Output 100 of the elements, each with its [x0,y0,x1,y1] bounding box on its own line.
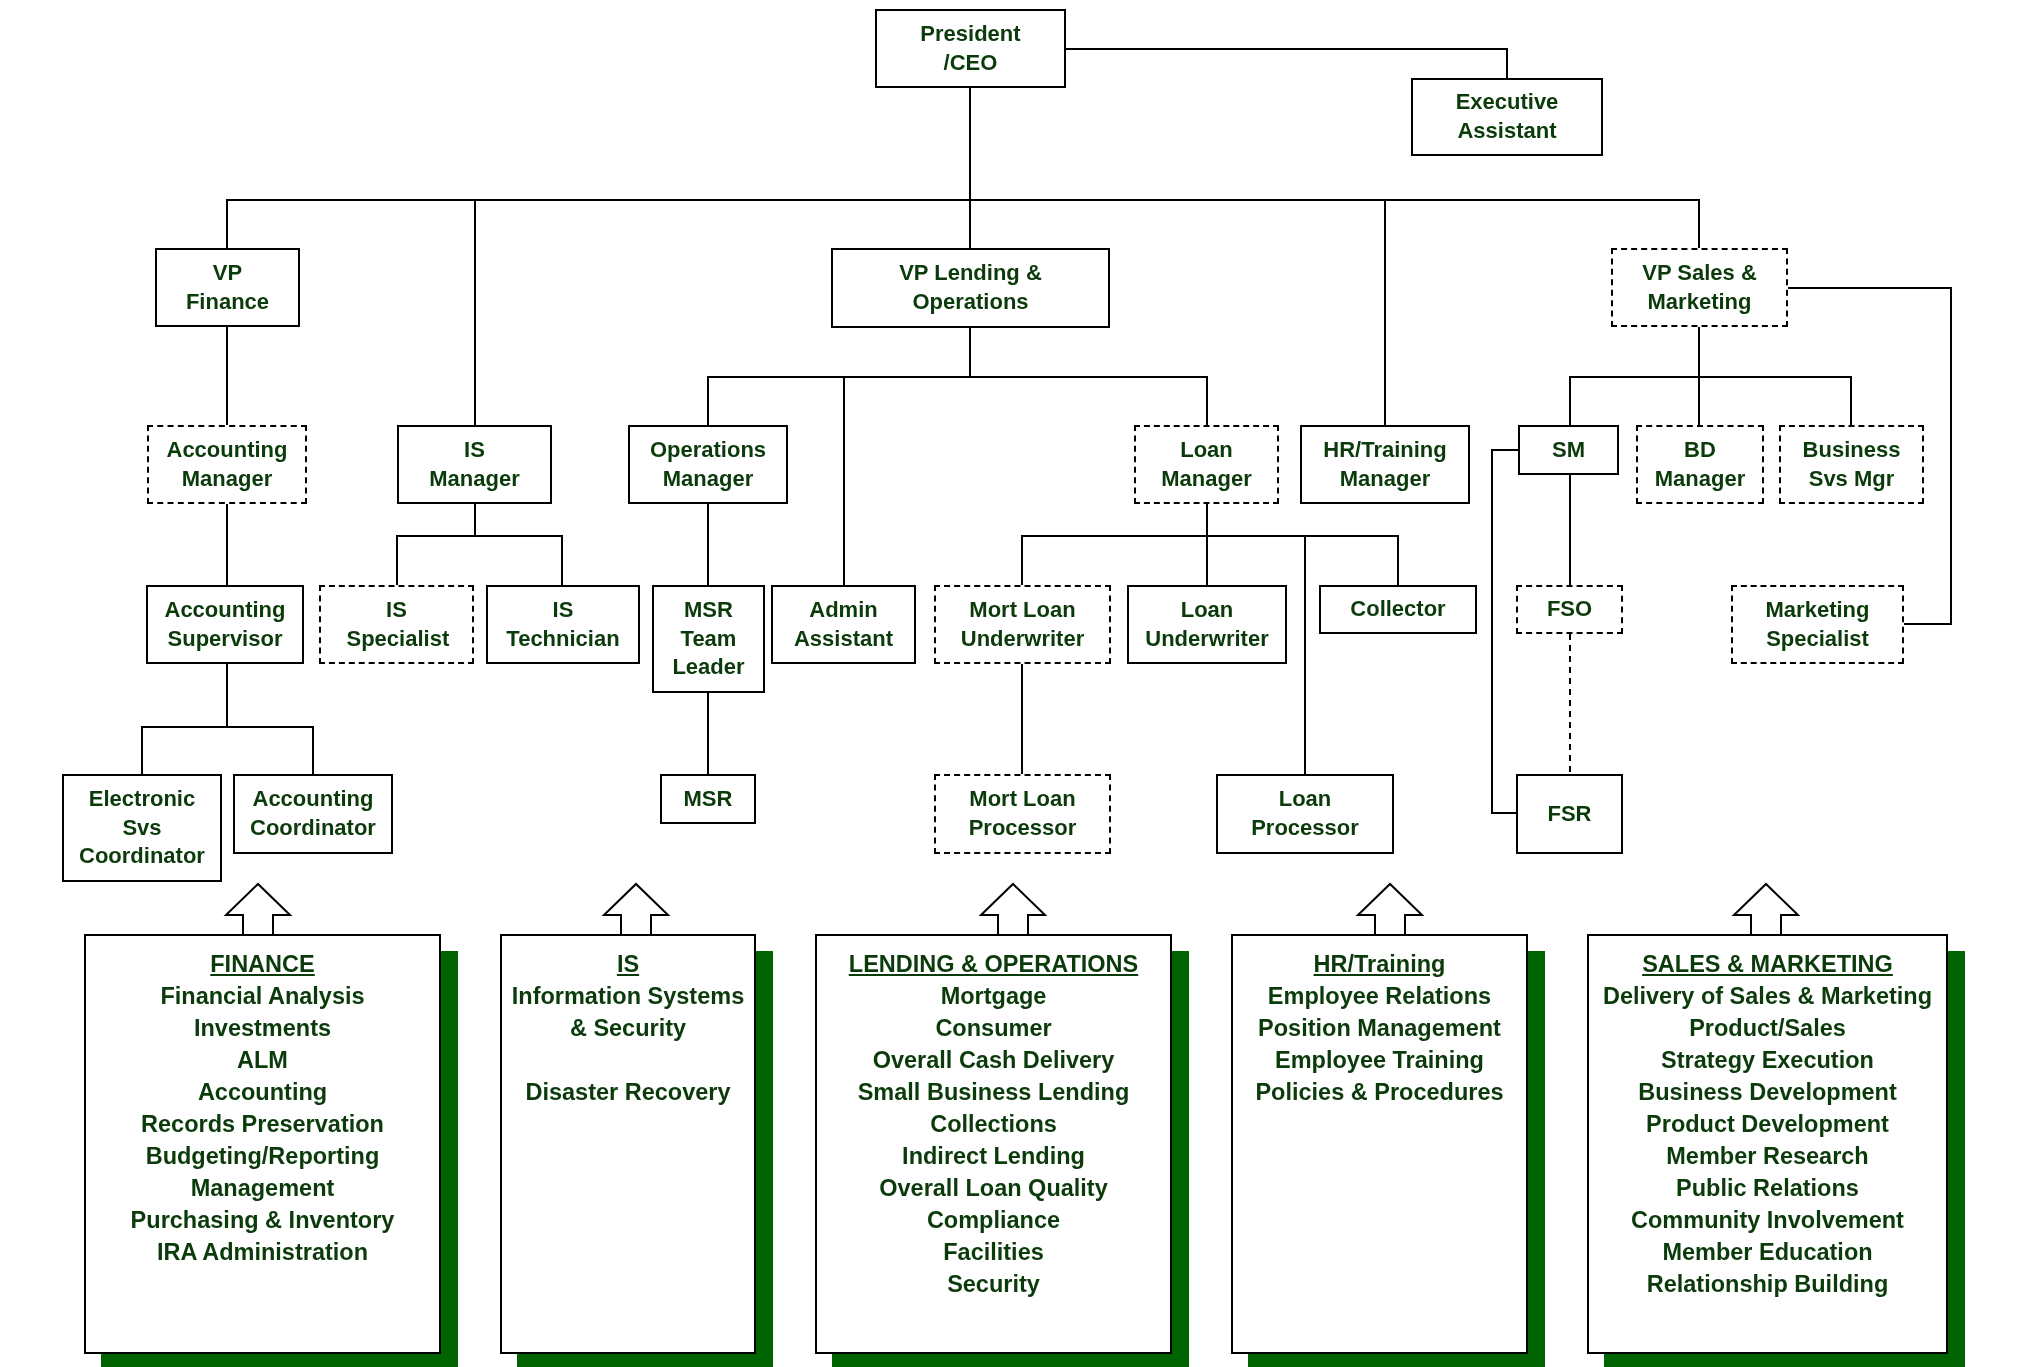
responsibility-text: Records Preservation [141,1110,384,1139]
position-title: Loan Processor [1250,785,1360,842]
responsibility-text: Delivery of Sales & Marketing [1602,982,1933,1011]
responsibility-text: Compliance [926,1206,1061,1235]
position-box [147,425,307,504]
responsibility-text: Financial Analysis [160,982,365,1011]
responsibility-text: Mortgage [940,982,1047,1011]
position-title: Marketing Specialist [1764,595,1871,653]
responsibility-text: Employee Training [1275,1046,1484,1075]
position-box [1319,585,1477,634]
position-box [1518,425,1619,475]
position-box [1216,774,1394,854]
connector-line [1065,48,1508,79]
position-title: VP Lending & Operations [898,259,1043,316]
responsibility-text: Consumer [935,1014,1052,1043]
panel-heading: FINANCE [210,950,315,979]
position-title: Executive Assistant [1454,88,1560,145]
position-title: MSR Team Leader [671,596,746,682]
position-title: FSR [1547,799,1592,828]
department-panel [84,934,441,1354]
position-box [155,248,300,327]
position-box [1300,425,1470,504]
responsibility-text: Member Education [1662,1238,1873,1267]
responsibility-text: Community Involvement [1631,1206,1904,1235]
position-box [1611,248,1788,327]
position-box [319,585,474,664]
position-title: President /CEO [919,19,1022,77]
position-title: FSO [1546,595,1593,624]
position-box [652,585,765,693]
block-arrow [601,882,671,935]
position-box [1134,425,1279,504]
connector-line [1569,474,1571,586]
position-box [1516,774,1623,854]
block-arrow [223,882,293,935]
position-title: IS Technician [505,595,621,653]
connector-line [1787,287,1952,625]
responsibility-text: Collections [930,1110,1057,1139]
responsibility-text: Budgeting/Reporting Management [144,1142,381,1203]
position-title: IS Manager [428,435,521,493]
position-title: Accounting Supervisor [163,595,287,653]
responsibility-text: ALM [237,1046,288,1075]
position-box [875,9,1066,88]
responsibility-text: Information Systems & Security [510,982,746,1043]
panel-heading: HR/Training [1313,950,1446,979]
responsibility-text: Position Management [1258,1014,1501,1043]
panel-heading: SALES & MARKETING [1642,950,1893,979]
responsibility-text: Overall Loan Quality [879,1174,1108,1203]
connector-line [969,327,1208,426]
responsibility-text: Small Business Lending [857,1078,1130,1107]
position-title: Accounting Coordinator [249,785,377,842]
position-box [1636,425,1764,504]
responsibility-text: Business Development [1638,1078,1897,1107]
block-arrow [1731,882,1801,935]
position-title: Accounting Manager [165,435,289,493]
responsibility-text: Investments [193,1014,332,1043]
connector-line [707,503,709,586]
connector-line [1569,633,1571,775]
block-arrow [1355,882,1425,935]
responsibility-text: Employee Relations [1267,982,1492,1011]
position-title: Operations Manager [648,435,768,493]
connector-line [226,663,314,775]
position-title: Electronic Svs Coordinator [78,785,206,871]
department-panel [1231,934,1528,1354]
position-box [1731,585,1904,664]
connector-line [707,692,709,775]
responsibility-text: Member Research [1666,1142,1869,1171]
responsibility-text: Security [947,1270,1040,1299]
position-box [397,425,552,504]
position-title: Business Svs Mgr [1801,435,1902,493]
connector-line [226,326,228,426]
connector-line [474,503,563,586]
department-panel [1587,934,1948,1354]
position-box [1516,585,1623,634]
connector-line [1021,663,1023,775]
position-title: MSR [683,784,733,813]
position-title: IS Specialist [346,595,447,653]
position-box [1411,78,1603,156]
responsibility-text: IRA Administration [156,1238,369,1267]
connector-line [1698,326,1852,426]
position-title: VP Sales & Marketing [1641,258,1758,316]
position-title: BD Manager [1653,435,1747,493]
position-box [1779,425,1924,504]
responsibility-text: Policies & Procedures [1255,1078,1504,1107]
responsibility-text: Purchasing & Inventory [130,1206,395,1235]
position-box [771,585,916,664]
position-title: Mort Loan Processor [967,785,1078,842]
responsibility-text: Product/Sales [1689,1014,1846,1043]
department-panel [815,934,1172,1354]
position-box [831,248,1110,328]
department-panel [500,934,756,1354]
position-title: Loan Manager [1160,435,1253,493]
responsibility-text: Relationship Building [1646,1270,1889,1299]
responsibility-text: Disaster Recovery [525,1078,731,1107]
position-title: Admin Assistant [792,595,894,653]
position-box [486,585,640,664]
responsibility-text: Accounting [197,1078,328,1107]
responsibility-text: Product Development [1646,1110,1889,1139]
responsibility-text: Facilities [943,1238,1044,1267]
connector-line [1491,449,1519,814]
responsibility-text: Public Relations [1676,1174,1859,1203]
